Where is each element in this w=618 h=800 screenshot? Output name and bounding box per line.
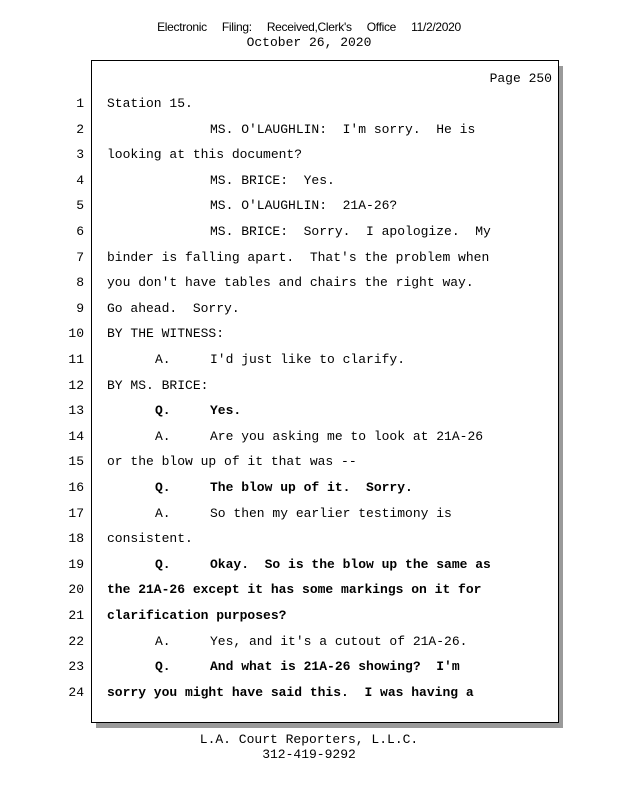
line-text: The blow up of it. Sorry. [210, 480, 413, 495]
transcript-page [91, 60, 559, 723]
line-text: And what is 21A-26 showing? I'm [210, 659, 460, 675]
transcript-line: BY THE WITNESS: [107, 326, 225, 342]
stamp-part: Received,Clerk's [266, 20, 352, 34]
page-number: Page 250 [489, 71, 552, 86]
filing-stamp: Electronic Filing: Received,Clerk's Offi… [0, 20, 618, 34]
line-number: 1 [76, 96, 84, 111]
line-number: 14 [68, 428, 84, 444]
line-number: 3 [76, 147, 84, 163]
transcript-line: clarification purposes? [107, 608, 287, 623]
line-number: 6 [76, 224, 84, 239]
line-number: 8 [76, 275, 84, 291]
line-number: 24 [68, 684, 84, 700]
line-number: 12 [68, 377, 84, 393]
transcript-line: consistent. [107, 531, 193, 547]
line-number: 9 [76, 300, 84, 316]
line-number: 15 [68, 454, 84, 470]
line-text: MS. O'LAUGHLIN: 21A-26? [210, 198, 398, 214]
line-text: Yes, and it's a cutout of 21A-26. [210, 633, 468, 649]
footer: L.A. Court Reporters, L.L.C. 312-419-929… [0, 732, 618, 762]
transcript-line: binder is falling apart. That's the prob… [107, 249, 490, 265]
line-text: MS. BRICE: Sorry. I apologize. My [210, 224, 491, 239]
line-number: 10 [68, 326, 84, 342]
line-number: 17 [68, 505, 84, 521]
line-number: 18 [68, 531, 84, 547]
qa-label: A. [155, 633, 171, 649]
line-number: 20 [68, 582, 84, 598]
transcript-line: you don't have tables and chairs the rig… [107, 275, 474, 291]
qa-label: Q. [155, 659, 171, 675]
qa-label: Q. [155, 480, 171, 495]
transcript-line: Go ahead. Sorry. [107, 300, 240, 316]
stamp-part: Filing: [221, 20, 252, 34]
qa-label: A. [155, 352, 171, 367]
reporter-phone: 312-419-9292 [262, 747, 356, 762]
line-number: 13 [68, 403, 84, 419]
line-number: 16 [68, 480, 84, 495]
line-number: 5 [76, 198, 84, 214]
line-text: So then my earlier testimony is [210, 505, 452, 521]
line-text: Okay. So is the blow up the same as [210, 556, 491, 572]
qa-label: A. [155, 428, 171, 444]
transcript-line: looking at this document? [107, 147, 303, 163]
stamp-part: Office [366, 20, 397, 34]
reporter-company: L.A. Court Reporters, L.L.C. [199, 732, 419, 747]
line-number: 19 [68, 556, 84, 572]
transcript-line: the 21A-26 except it has some markings o… [107, 582, 482, 598]
line-number: 2 [76, 121, 84, 137]
line-text: Yes. [210, 403, 242, 419]
transcript-line: Station 15. [107, 96, 193, 111]
stamp-part: Electronic [157, 20, 207, 34]
transcript-line: or the blow up of it that was -- [107, 454, 357, 470]
line-number: 23 [68, 659, 84, 675]
line-number: 21 [68, 608, 84, 623]
line-number: 4 [76, 172, 84, 188]
qa-label: A. [155, 505, 171, 521]
line-text: MS. O'LAUGHLIN: I'm sorry. He is [210, 121, 476, 137]
line-number: 7 [76, 249, 84, 265]
line-text: Are you asking me to look at 21A-26 [210, 428, 484, 444]
transcript-date: October 26, 2020 [246, 35, 372, 50]
transcript-line: sorry you might have said this. I was ha… [107, 684, 474, 700]
line-number: 22 [68, 633, 84, 649]
line-text: I'd just like to clarify. [210, 352, 406, 367]
line-number: 11 [68, 352, 84, 367]
stamp-part: 11/2/2020 [411, 20, 461, 34]
line-text: MS. BRICE: Yes. [210, 172, 335, 188]
qa-label: Q. [155, 556, 171, 572]
transcript-line: BY MS. BRICE: [107, 377, 209, 393]
qa-label: Q. [155, 403, 171, 419]
